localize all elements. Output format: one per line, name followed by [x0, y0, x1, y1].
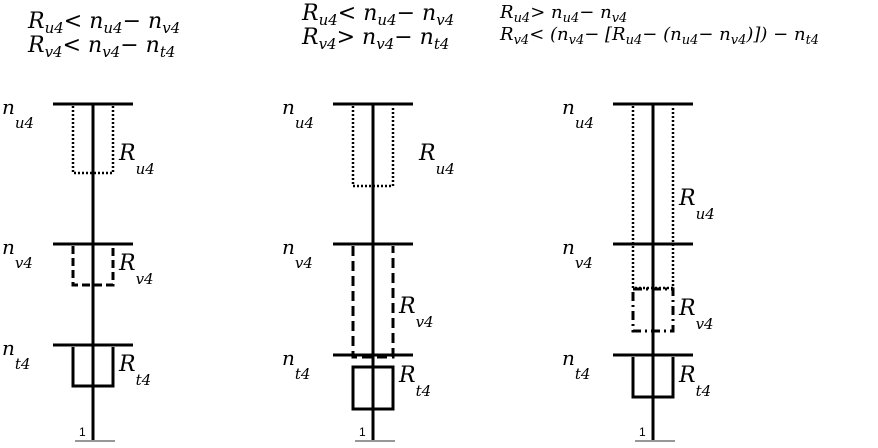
panel-3-label-nu4: nu4 — [562, 95, 594, 132]
panel-3-box-Rt4 — [631, 357, 675, 399]
panel-3-ground-label: 1 — [639, 425, 646, 439]
panel-2-condition-1: Ru4< nu4− nv4 — [301, 1, 454, 29]
panel-2-label-Rv4: Rv4 — [398, 294, 434, 331]
panel-1-ground-label: 1 — [79, 425, 86, 439]
panel-3-condition-2: Rv4< (nv4− [Ru4− (nu4− nv4)]) − nt4 — [499, 24, 819, 48]
panel-3-label-Rt4: Rt4 — [678, 363, 711, 400]
panel-2-box-Rt4 — [351, 365, 395, 411]
panel-2: Ru4< nu4− nv4 Rv4> nv4− nt4 1 nu4 nv4 nt… — [282, 1, 455, 442]
panel-1-label-Rv4: Rv4 — [118, 251, 154, 288]
panel-1-box-Ru4 — [71, 106, 115, 175]
panel-3-label-nt4: nt4 — [562, 346, 590, 383]
panel-2-box-Ru4 — [351, 106, 395, 188]
panel-1-condition-2: Rv4< nv4− nt4 — [27, 33, 175, 61]
panel-1-label-nu4: nu4 — [2, 95, 34, 132]
panel-2-label-nv4: nv4 — [282, 235, 313, 272]
panel-3-condition-1: Ru4> nu4− nv4 — [499, 2, 627, 26]
panel-2-label-nu4: nu4 — [282, 95, 314, 132]
panel-2-ground-label: 1 — [359, 425, 366, 439]
panel-1: Ru4< nu4− nv4 Rv4< nv4− nt4 1 nu4 nv4 nt… — [2, 9, 180, 442]
panel-2-label-Rt4: Rt4 — [398, 363, 431, 400]
panel-3: Ru4> nu4− nv4 Rv4< (nv4− [Ru4− (nu4− nv4… — [499, 2, 819, 442]
panel-3-label-nv4: nv4 — [562, 235, 593, 272]
panel-2-label-nt4: nt4 — [282, 346, 310, 383]
panel-3-label-Rv4: Rv4 — [678, 296, 714, 333]
panel-1-label-Ru4: Ru4 — [118, 141, 155, 178]
panel-2-condition-2: Rv4> nv4− nt4 — [301, 25, 449, 53]
panel-1-label-Rt4: Rt4 — [118, 352, 151, 389]
panel-1-box-Rv4 — [71, 246, 115, 287]
panel-1-label-nv4: nv4 — [2, 235, 33, 272]
panel-3-label-Ru4: Ru4 — [678, 186, 715, 223]
panel-3-box-Rv4 — [631, 287, 675, 333]
panel-2-label-Ru4: Ru4 — [418, 141, 455, 178]
panel-1-box-Rt4 — [71, 347, 115, 388]
panel-1-label-nt4: nt4 — [2, 336, 30, 373]
panel-1-condition-1: Ru4< nu4− nv4 — [27, 9, 180, 37]
